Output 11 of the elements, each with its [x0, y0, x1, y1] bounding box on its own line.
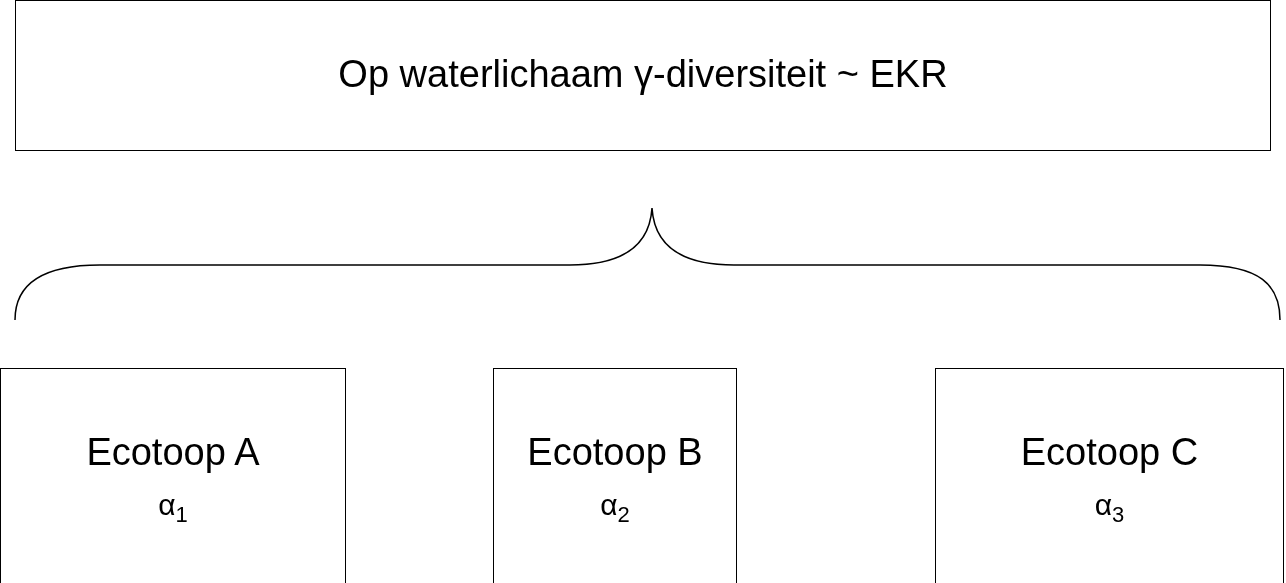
box-heading: Ecotoop C	[1020, 431, 1199, 474]
diversity-symbol: α$_{2}$	[600, 488, 630, 528]
box-title: Op waterlichaam γ-diversiteit ~ EKR	[338, 53, 948, 96]
ecotope-box	[935, 368, 1284, 583]
ecotope-box	[0, 368, 346, 583]
diversity-symbol: α$_{1}$	[158, 488, 188, 528]
diversity-symbol: α$_{3}$	[1094, 488, 1125, 528]
summary-box	[15, 0, 1271, 151]
ecotope-box	[493, 368, 737, 583]
box-heading: Ecotoop A	[86, 431, 260, 474]
box-heading: Ecotoop B	[527, 431, 703, 474]
